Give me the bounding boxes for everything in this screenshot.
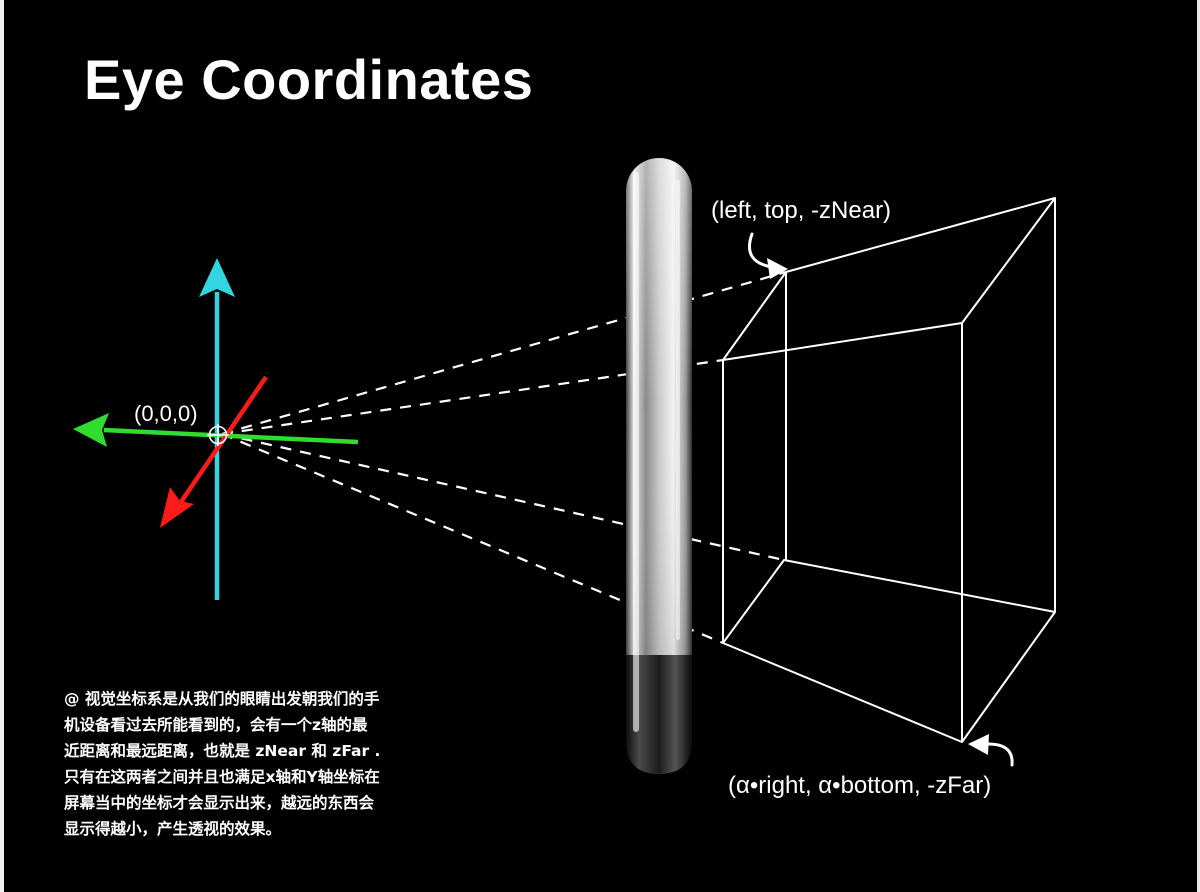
near-pointer-icon bbox=[748, 232, 774, 269]
caption-line: 屏幕当中的坐标才会显示出来，越远的东西会 bbox=[64, 794, 375, 812]
phone-device bbox=[626, 158, 692, 774]
projection-line-top-near bbox=[221, 270, 787, 436]
left-edge-border bbox=[0, 0, 4, 892]
caption-line: 只有在这两者之间并且也满足x轴和Y轴坐标在 bbox=[64, 768, 380, 786]
slide-title: Eye Coordinates bbox=[84, 48, 534, 111]
caption-line: @ 视觉坐标系是从我们的眼睛出发朝我们的手 bbox=[64, 690, 380, 708]
y-axis-arrow-icon bbox=[199, 258, 235, 297]
caption-line: 机设备看过去所能看到的，会有一个z轴的最 bbox=[64, 716, 368, 734]
caption-line: 近距离和最远距离，也就是 zNear 和 zFar . bbox=[64, 742, 381, 760]
coordinate-axes bbox=[73, 258, 359, 600]
origin-marker-icon bbox=[207, 424, 229, 446]
projection-line-bottom-far bbox=[221, 432, 724, 645]
z-axis-line bbox=[179, 375, 268, 504]
x-axis-arrow-icon bbox=[73, 413, 109, 447]
origin-label: (0,0,0) bbox=[134, 401, 198, 426]
x-axis-line bbox=[103, 427, 359, 445]
view-frustum bbox=[722, 197, 1056, 743]
caption-text: @ 视觉坐标系是从我们的眼睛出发朝我们的手 机设备看过去所能看到的，会有一个z轴… bbox=[64, 686, 464, 842]
near-corner-label: (left, top, -zNear) bbox=[711, 197, 891, 224]
frustum-bottom-face bbox=[722, 559, 1056, 743]
caption-line: 显示得越小，产生透视的效果。 bbox=[64, 820, 282, 838]
projection-lines bbox=[221, 270, 787, 645]
far-pointer-head-icon bbox=[968, 734, 989, 755]
right-edge-border bbox=[1197, 0, 1200, 892]
far-corner-label: (α•right, α•bottom, -zFar) bbox=[728, 772, 991, 799]
near-pointer-head-icon bbox=[767, 258, 788, 279]
projection-line-bottom-near bbox=[221, 432, 785, 562]
far-pointer-icon bbox=[984, 742, 1014, 767]
z-axis-arrow-icon bbox=[160, 487, 194, 528]
